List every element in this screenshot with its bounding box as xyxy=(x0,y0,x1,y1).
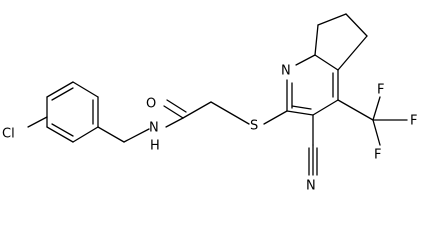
bond-nh-carbonyl xyxy=(165,117,184,128)
bond-c4-c3 xyxy=(312,99,339,116)
atom-amide-nitrogen: N xyxy=(149,121,159,136)
bond-c7a-c4a xyxy=(314,54,339,71)
bond-ch2-s xyxy=(210,101,250,125)
bond-s-c2 xyxy=(263,110,288,125)
atom-sulfur: S xyxy=(250,119,258,134)
bond-c3-c2-inner xyxy=(291,105,312,110)
atom-fluorine-bottom: F xyxy=(374,148,381,163)
bond-c7-c6 xyxy=(317,13,347,26)
bond-ch2-nh xyxy=(123,128,150,143)
bond-carbonyl-o-2 xyxy=(166,99,187,113)
atom-fluorine-top: F xyxy=(377,83,384,98)
atom-pyridine-nitrogen: N xyxy=(281,64,291,79)
atom-chlorine: Cl xyxy=(2,127,15,142)
bond-aryl-ch2 xyxy=(97,126,125,143)
bond-c3-c2 xyxy=(286,110,314,116)
bond-c4-cf3 xyxy=(337,99,374,121)
bond-ring1-e xyxy=(72,126,99,143)
atom-nitrile-nitrogen: N xyxy=(306,179,316,194)
bonds xyxy=(27,13,408,176)
bond-ring1-c xyxy=(72,81,99,98)
atom-fluorine-right: F xyxy=(410,114,417,129)
bond-ring1-f xyxy=(46,126,74,143)
bond-carbonyl-o-1 xyxy=(163,105,184,119)
bond-c7a-c7 xyxy=(314,24,319,56)
bond-cf3-f-bottom xyxy=(372,119,381,146)
bond-carbonyl-ch2 xyxy=(182,101,212,119)
bond-ring1-inner-1 xyxy=(51,87,74,101)
bond-c6-c5 xyxy=(345,13,368,37)
bond-c5-c4a xyxy=(337,35,368,71)
bond-npy-c7a xyxy=(295,54,316,66)
molecule-structure: Cl N H O S N N F F F xyxy=(2,13,417,194)
bond-cl-aryl xyxy=(27,116,48,128)
atom-labels: Cl N H O S N N F F F xyxy=(2,64,417,194)
bond-cf3-f-top xyxy=(372,96,381,121)
atom-amide-hydrogen: H xyxy=(150,139,160,154)
atom-carbonyl-oxygen: O xyxy=(146,97,156,112)
bond-ring1-inner-3 xyxy=(51,123,74,137)
bond-ring1-b xyxy=(46,81,74,98)
